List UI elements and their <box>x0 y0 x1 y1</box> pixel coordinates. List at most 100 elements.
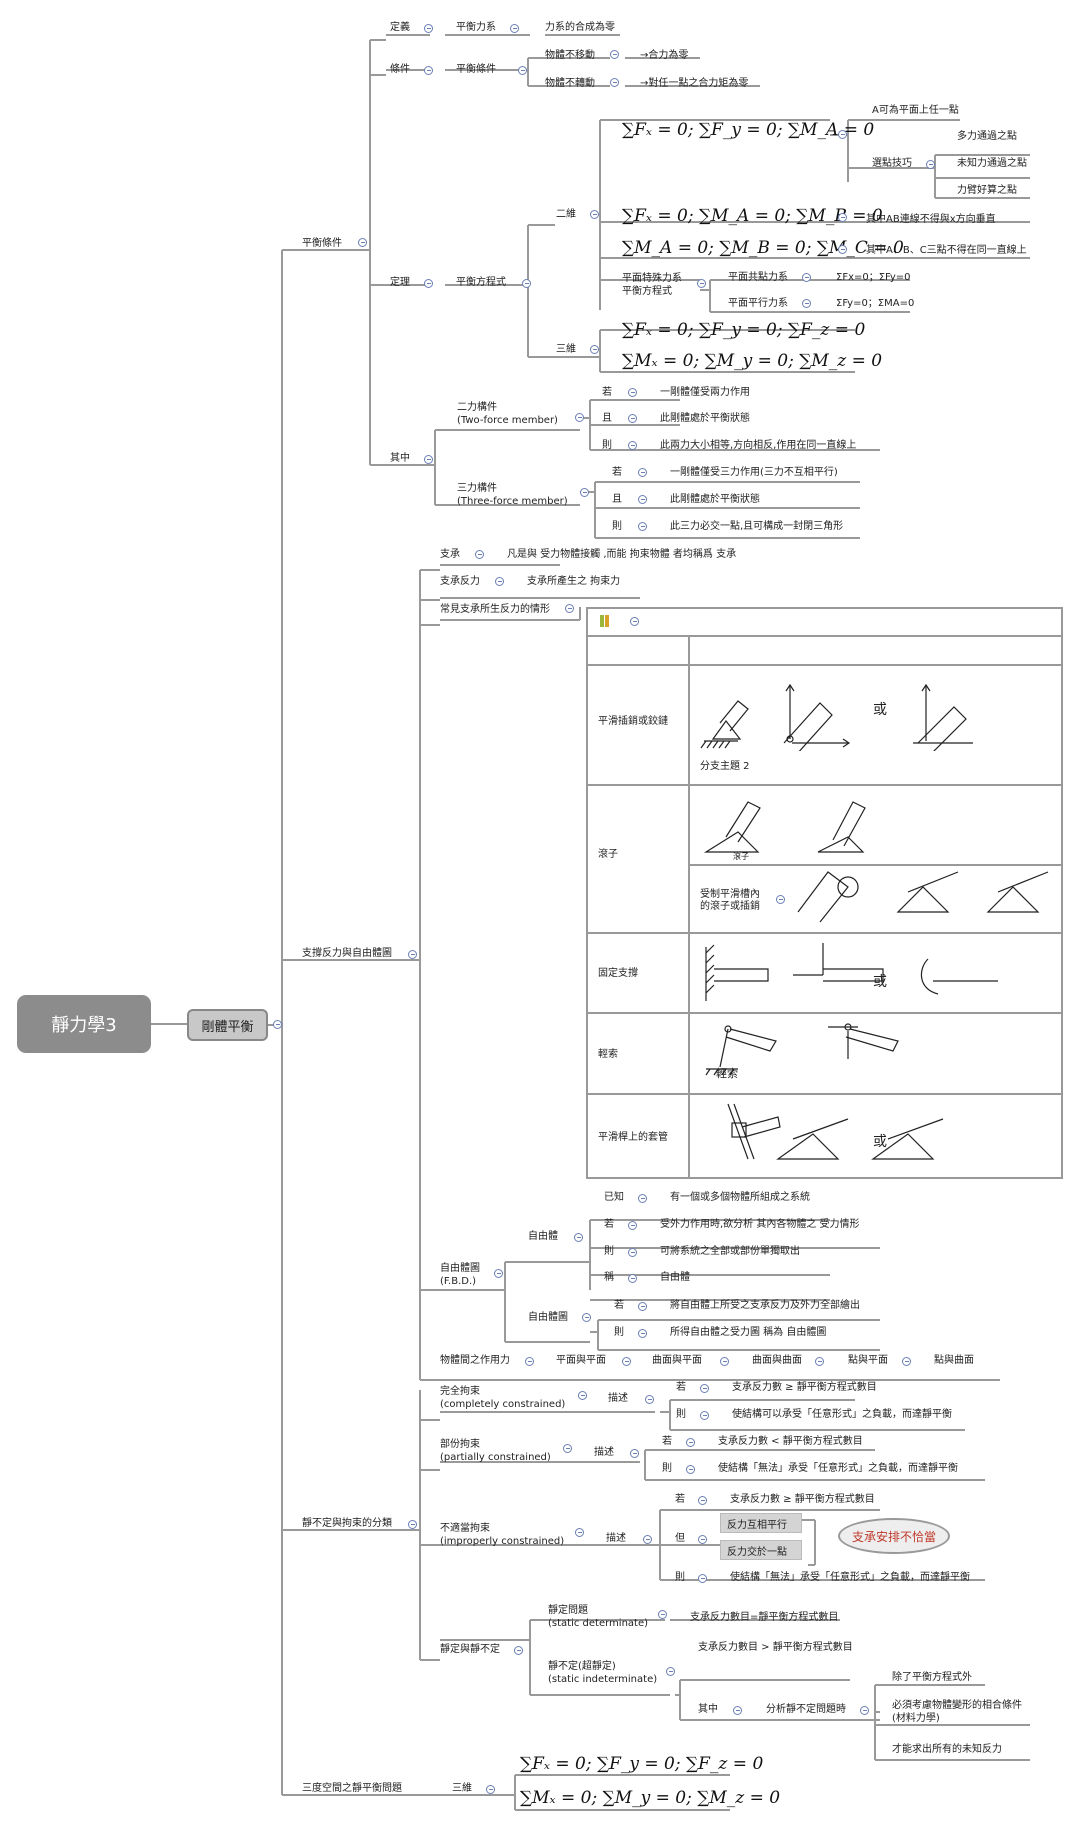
collapse-icon[interactable] <box>582 1313 591 1322</box>
node[interactable]: 若 <box>675 1494 685 1505</box>
collapse-icon[interactable] <box>628 414 637 423</box>
node[interactable]: 若 <box>602 387 612 398</box>
node[interactable]: 曲面與曲面 <box>752 1355 802 1366</box>
node[interactable]: 受外力作用時,欲分析 其內各物體之 受力情形 <box>660 1219 860 1230</box>
collapse-icon[interactable] <box>486 1785 495 1794</box>
collapse-icon[interactable] <box>424 66 433 75</box>
node[interactable]: 可將系統之全部或部份單獨取出 <box>660 1246 800 1257</box>
collapse-icon[interactable] <box>698 1535 707 1544</box>
node[interactable]: 若 <box>662 1436 672 1447</box>
collapse-icon[interactable] <box>686 1465 695 1474</box>
collapse-icon[interactable] <box>525 1357 534 1366</box>
node[interactable]: 支承反力數目=靜平衡方程式數目 <box>690 1612 839 1623</box>
collapse-icon[interactable] <box>643 1535 652 1544</box>
main-topic[interactable]: 剛體平衡 <box>187 1009 268 1041</box>
node[interactable]: 條件 <box>390 64 410 75</box>
node[interactable]: 不適當拘束 (improperly constrained) <box>440 1523 565 1547</box>
node[interactable]: 支承所產生之 拘束力 <box>527 576 621 587</box>
node[interactable]: 靜定問題 (static determinate) <box>548 1605 649 1629</box>
node[interactable]: 凡是與 受力物體接觸 ,而能 拘束物體 者均稱爲 支承 <box>507 549 737 560</box>
collapse-icon[interactable] <box>628 441 637 450</box>
collapse-icon[interactable] <box>628 1274 637 1283</box>
node[interactable]: 則 <box>602 440 612 451</box>
node[interactable]: 則 <box>612 521 622 532</box>
node[interactable]: 自由體圖 (F.B.D.) <box>440 1263 480 1287</box>
node[interactable]: 三力構件 (Three-force member) <box>457 483 568 507</box>
node[interactable]: 此三力必交一點,且可構成一封閉三角形 <box>670 521 844 532</box>
node[interactable]: 將自由體上所受之支承反力及外力全部繪出 <box>670 1300 860 1311</box>
node[interactable]: 平面與平面 <box>556 1355 606 1366</box>
collapse-icon[interactable] <box>700 1384 709 1393</box>
collapse-icon[interactable] <box>815 1357 824 1366</box>
node[interactable]: 常見支承所生反力的情形 <box>440 604 550 615</box>
collapse-icon[interactable] <box>424 279 433 288</box>
node[interactable]: 若 <box>612 467 622 478</box>
collapse-icon[interactable] <box>590 210 599 219</box>
node[interactable]: 支承反力數目 > 靜平衡方程式數目 <box>698 1642 853 1653</box>
collapse-icon[interactable] <box>358 238 367 247</box>
node[interactable]: 稱 <box>604 1272 614 1283</box>
collapse-icon[interactable] <box>926 160 935 169</box>
collapse-icon[interactable] <box>733 1706 742 1715</box>
node[interactable]: 則 <box>614 1327 624 1338</box>
collapse-icon[interactable] <box>776 895 785 904</box>
collapse-icon[interactable] <box>494 1269 503 1278</box>
callout-oval[interactable]: 支承安排不恰當 <box>838 1518 950 1554</box>
collapse-icon[interactable] <box>698 1496 707 1505</box>
collapse-icon[interactable] <box>838 245 847 254</box>
table-toolbar-icon[interactable] <box>600 615 612 627</box>
node[interactable]: 所得自由體之受力圖 稱為 自由體圖 <box>670 1327 827 1338</box>
collapse-icon[interactable] <box>522 279 531 288</box>
collapse-icon[interactable] <box>424 24 433 33</box>
collapse-icon[interactable] <box>514 1646 523 1655</box>
collapse-icon[interactable] <box>628 1248 637 1257</box>
node[interactable]: 平面共點力系 <box>728 272 788 283</box>
collapse-icon[interactable] <box>563 1444 572 1453</box>
node[interactable]: 完全拘束 (completely constrained) <box>440 1386 566 1410</box>
node[interactable]: 支承反力 <box>440 576 480 587</box>
node[interactable]: 自由體圖 <box>528 1312 568 1323</box>
equation[interactable]: ∑Mₓ = 0; ∑M_y = 0; ∑M_z = 0 <box>520 1788 781 1808</box>
node[interactable]: 靜定與靜不定 <box>440 1644 500 1655</box>
node[interactable]: 其中AB連線不得與x方向垂直 <box>866 214 996 225</box>
collapse-icon[interactable] <box>630 1449 639 1458</box>
node[interactable]: 若 <box>614 1300 624 1311</box>
node[interactable]: 則 <box>675 1572 685 1583</box>
node[interactable]: 使結構可以承受「任意形式」之負載，而達靜平衡 <box>732 1409 952 1420</box>
node[interactable]: 物體不轉動 <box>545 78 595 89</box>
node[interactable]: 部份拘束 (partially constrained) <box>440 1439 551 1463</box>
node[interactable]: 平衡方程式 <box>456 277 506 288</box>
collapse-icon[interactable] <box>574 1233 583 1242</box>
node[interactable]: 使結構「無法」承受「任意形式」之負載，而達靜平衡 <box>718 1463 958 1474</box>
node[interactable]: 三維 <box>556 344 576 355</box>
node[interactable]: 點與平面 <box>848 1355 888 1366</box>
equation[interactable]: ∑Fₓ = 0; ∑F_y = 0; ∑F_z = 0 <box>622 320 866 340</box>
node[interactable]: 自由體 <box>528 1231 558 1242</box>
node[interactable]: 其中 <box>390 453 410 464</box>
collapse-icon[interactable] <box>628 1221 637 1230</box>
node[interactable]: 此剛體處於平衡狀態 <box>670 494 760 505</box>
node[interactable]: 描述 <box>608 1393 628 1404</box>
collapse-icon[interactable] <box>630 617 639 626</box>
node[interactable]: 分析靜不定問題時 <box>766 1704 846 1715</box>
collapse-icon[interactable] <box>697 279 706 288</box>
collapse-icon[interactable] <box>666 1667 675 1676</box>
collapse-icon[interactable] <box>628 388 637 397</box>
collapse-icon[interactable] <box>838 130 847 139</box>
node[interactable]: 此兩力大小相等,方向相反,作用在同一直線上 <box>660 440 857 451</box>
node[interactable]: 且 <box>612 494 622 505</box>
collapse-icon[interactable] <box>802 299 811 308</box>
node[interactable]: 才能求出所有的未知反力 <box>892 1744 1002 1755</box>
node[interactable]: 自由體 <box>660 1272 690 1283</box>
node[interactable]: 多力通過之點 <box>957 131 1017 142</box>
node[interactable]: 此剛體處於平衡狀態 <box>660 413 750 424</box>
collapse-icon[interactable] <box>510 24 519 33</box>
node[interactable]: 平面平行力系 <box>728 298 788 309</box>
branch-label[interactable]: 支撐反力與自由體圖 <box>302 948 392 959</box>
node[interactable]: 曲面與平面 <box>652 1355 702 1366</box>
node[interactable]: ΣFx=0；ΣFy=0 <box>836 272 911 283</box>
equation[interactable]: ∑Fₓ = 0; ∑M_A = 0; ∑M_B = 0 <box>622 206 883 226</box>
node[interactable]: 有一個或多個物體所組成之系統 <box>670 1192 810 1203</box>
node[interactable]: A可為平面上任一點 <box>872 105 959 116</box>
node[interactable]: 三維 <box>452 1783 472 1794</box>
